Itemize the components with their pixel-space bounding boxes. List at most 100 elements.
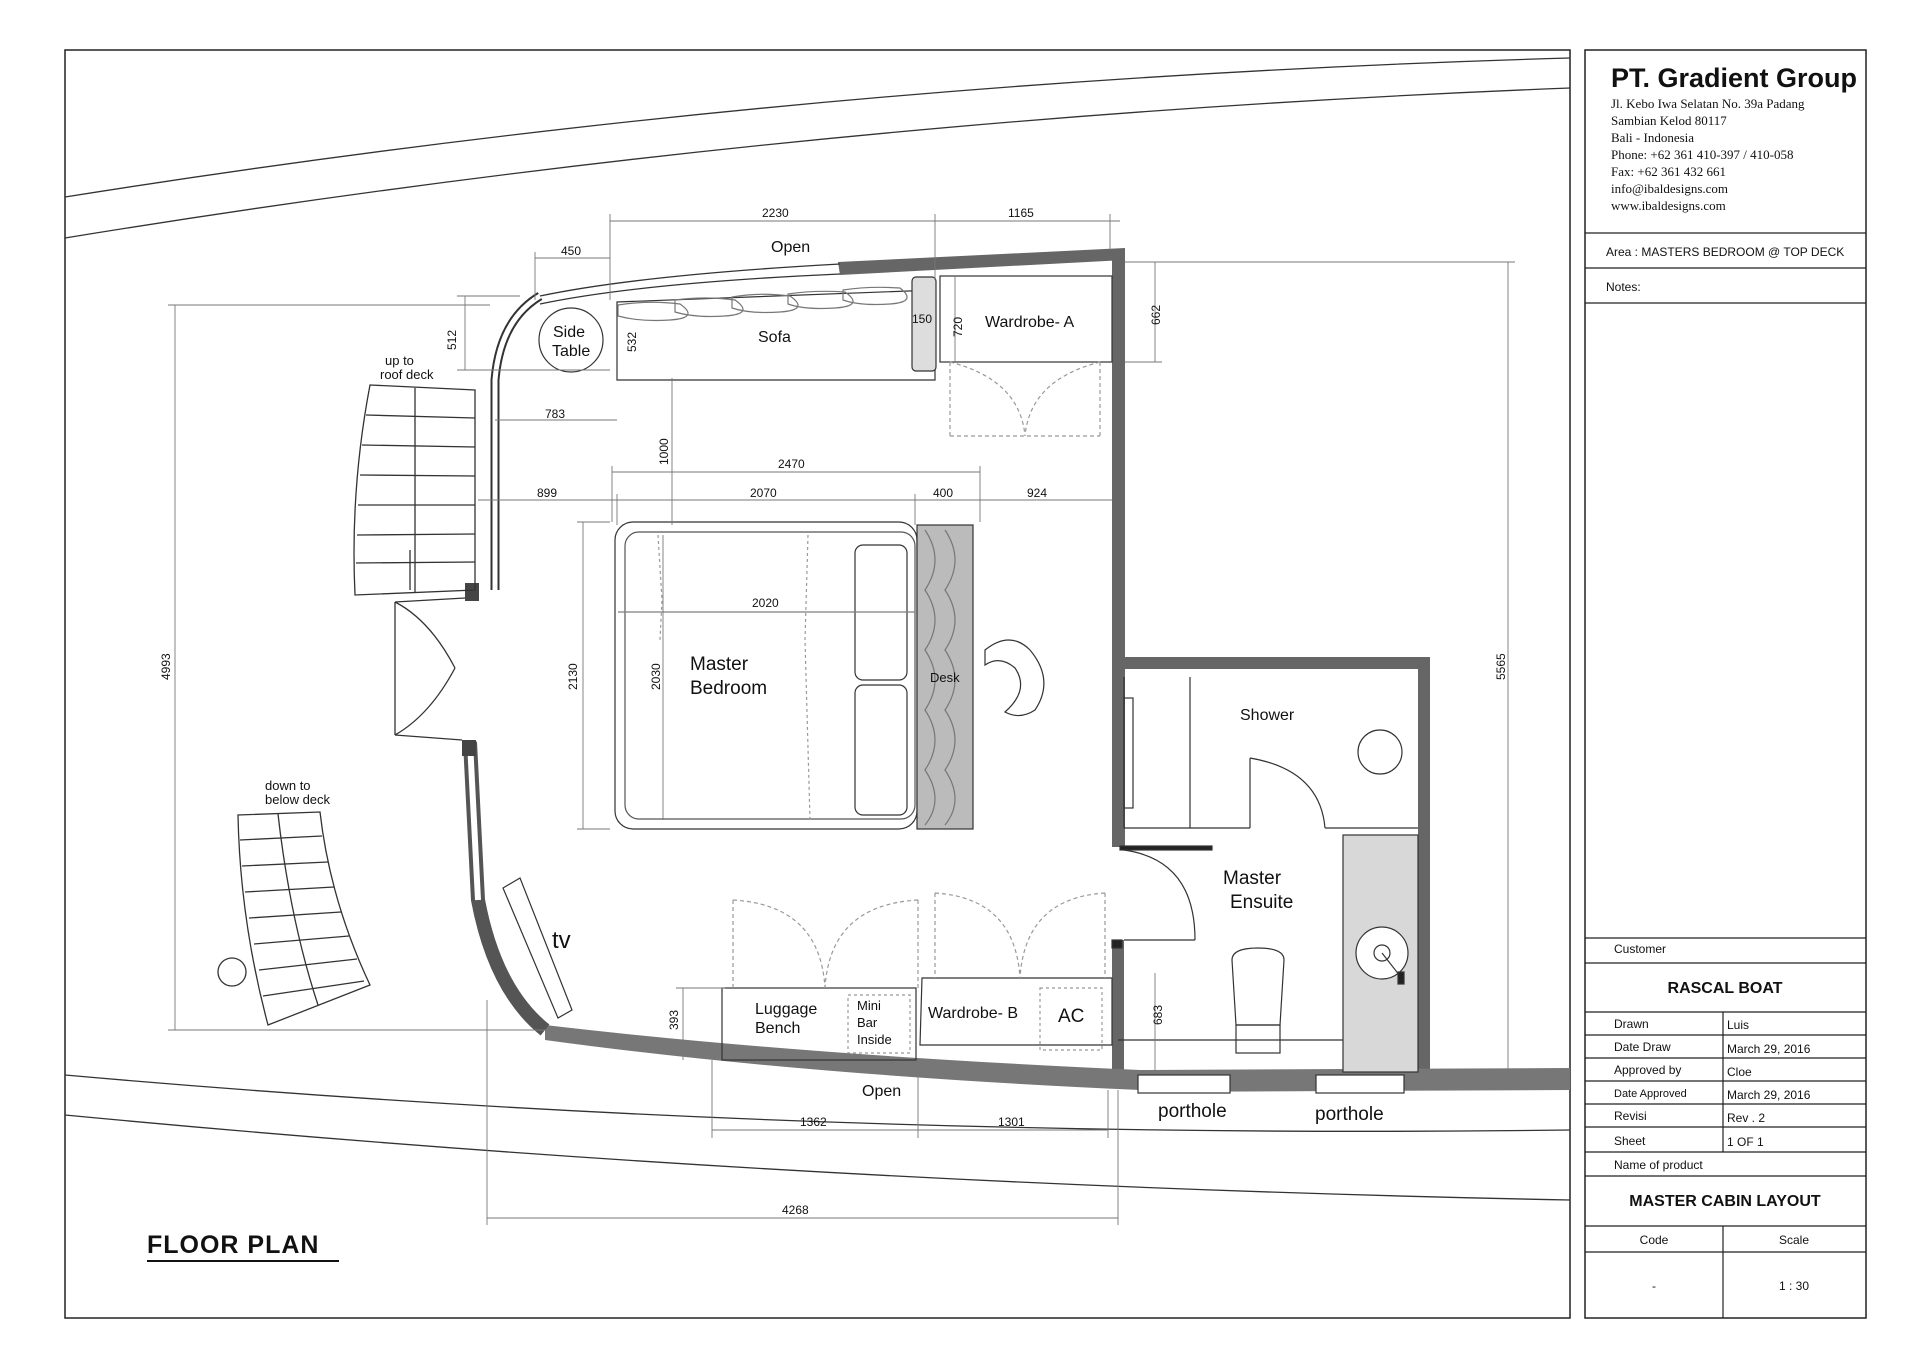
dim-2070: 2070 bbox=[750, 486, 777, 500]
dim-2130: 2130 bbox=[566, 663, 580, 690]
meta-label-date-draw: Date Draw bbox=[1614, 1040, 1671, 1054]
tv-unit bbox=[502, 877, 573, 1019]
dim-150: 150 bbox=[912, 312, 932, 326]
label-down-2: below deck bbox=[265, 792, 331, 807]
meta-label-drawn: Drawn bbox=[1614, 1017, 1649, 1031]
code-value: - bbox=[1652, 1279, 1656, 1293]
label-wardrobe-a: Wardrobe- A bbox=[985, 314, 1075, 331]
dim-532: 532 bbox=[625, 332, 639, 352]
side-table bbox=[538, 307, 604, 373]
dim-1000: 1000 bbox=[657, 438, 671, 465]
label-porthole-1: porthole bbox=[1158, 1101, 1227, 1122]
meta-value-approved-by: Cloe bbox=[1727, 1065, 1752, 1079]
floor-plan-title: FLOOR PLAN bbox=[147, 1231, 320, 1259]
dimension-labels: 2230 1165 450 512 532 150 720 662 783 10… bbox=[159, 206, 1508, 1217]
drawing-frame bbox=[64, 49, 1571, 1319]
label-porthole-2: porthole bbox=[1315, 1104, 1384, 1125]
dim-1362: 1362 bbox=[800, 1115, 827, 1129]
wardrobe-a bbox=[939, 275, 1113, 437]
dim-4268: 4268 bbox=[782, 1203, 809, 1217]
dim-2020: 2020 bbox=[752, 596, 779, 610]
customer-label: Customer bbox=[1614, 942, 1666, 956]
desk-chair bbox=[984, 639, 1045, 717]
ensuite-fixtures bbox=[1111, 677, 1419, 1073]
dim-2030: 2030 bbox=[649, 663, 663, 690]
company-name: PT. Gradient Group bbox=[1611, 63, 1857, 93]
label-up-2: roof deck bbox=[380, 367, 434, 382]
walls bbox=[462, 248, 1570, 1092]
portholes bbox=[1137, 1074, 1405, 1094]
code-label: Code bbox=[1640, 1233, 1669, 1247]
scale-label: Scale bbox=[1779, 1233, 1809, 1247]
dimension-lines bbox=[168, 214, 1515, 1225]
dim-2470: 2470 bbox=[778, 457, 805, 471]
meta-label-revisi: Revisi bbox=[1614, 1109, 1647, 1123]
dim-783: 783 bbox=[545, 407, 565, 421]
hull-lines bbox=[64, 57, 1571, 1201]
address-line-2: Sambian Kelod 80117 bbox=[1611, 113, 1727, 128]
address-line-1: Jl. Kebo Iwa Selatan No. 39a Padang bbox=[1611, 96, 1805, 111]
plan-labels: Open Sofa Side Table Wardrobe- A up to r… bbox=[265, 239, 1384, 1125]
meta-label-date-approved: Date Approved bbox=[1614, 1088, 1687, 1100]
address-line-3: Bali - Indonesia bbox=[1611, 130, 1694, 145]
entry-doors bbox=[394, 597, 466, 741]
notes-label: Notes: bbox=[1606, 280, 1641, 294]
stairs-down bbox=[217, 811, 371, 1026]
meta-label-sheet: Sheet bbox=[1614, 1134, 1646, 1148]
address-line-4: Phone: +62 361 410-397 / 410-058 bbox=[1611, 147, 1793, 162]
product-value: MASTER CABIN LAYOUT bbox=[1629, 1193, 1821, 1210]
dim-4993: 4993 bbox=[159, 653, 173, 680]
address-line-5: Fax: +62 361 432 661 bbox=[1611, 164, 1726, 179]
dim-5565: 5565 bbox=[1494, 653, 1508, 680]
dim-899: 899 bbox=[537, 486, 557, 500]
label-open-bottom: Open bbox=[862, 1083, 901, 1100]
stairs-up bbox=[353, 384, 476, 596]
label-master-bedroom-1: Master bbox=[690, 654, 749, 675]
label-luggage-1: Luggage bbox=[755, 1001, 817, 1018]
bed bbox=[614, 521, 974, 830]
meta-value-sheet: 1 OF 1 bbox=[1727, 1135, 1764, 1149]
dim-683: 683 bbox=[1151, 1005, 1165, 1025]
product-label: Name of product bbox=[1614, 1158, 1703, 1172]
label-master-bedroom-2: Bedroom bbox=[690, 678, 767, 699]
label-tv: tv bbox=[552, 927, 571, 954]
label-master-ensuite-1: Master bbox=[1223, 868, 1282, 889]
scale-value: 1 : 30 bbox=[1779, 1279, 1809, 1293]
address-line-7: www.ibaldesigns.com bbox=[1611, 198, 1726, 213]
label-master-ensuite-2: Ensuite bbox=[1230, 892, 1293, 913]
bottom-furniture bbox=[721, 892, 1113, 1061]
label-down-1: down to bbox=[265, 778, 311, 793]
area-label: Area : MASTERS BEDROOM @ TOP DECK bbox=[1606, 245, 1844, 259]
title-block-frame bbox=[1584, 49, 1867, 1319]
label-shower: Shower bbox=[1240, 707, 1295, 724]
dim-393: 393 bbox=[667, 1010, 681, 1030]
dim-720: 720 bbox=[951, 317, 965, 337]
label-side-table-1: Side bbox=[553, 324, 585, 341]
label-sofa: Sofa bbox=[758, 329, 791, 346]
customer-value: RASCAL BOAT bbox=[1668, 980, 1783, 997]
label-wardrobe-b: Wardrobe- B bbox=[928, 1005, 1018, 1022]
dim-512: 512 bbox=[445, 330, 459, 350]
label-desk: Desk bbox=[930, 670, 960, 685]
dim-400: 400 bbox=[933, 486, 953, 500]
title-block-grid bbox=[1585, 232, 1866, 1318]
label-up-1: up to bbox=[385, 353, 414, 368]
label-open-top: Open bbox=[771, 239, 810, 256]
dim-1301: 1301 bbox=[998, 1115, 1025, 1129]
label-ac: AC bbox=[1058, 1006, 1084, 1027]
title-block: PT. Gradient Group Jl. Kebo Iwa Selatan … bbox=[1606, 63, 1857, 1293]
dim-2230: 2230 bbox=[762, 206, 789, 220]
address-line-6: info@ibaldesigns.com bbox=[1611, 181, 1728, 196]
dim-1165: 1165 bbox=[1008, 206, 1034, 220]
meta-value-revisi: Rev . 2 bbox=[1727, 1111, 1765, 1125]
label-luggage-2: Bench bbox=[755, 1020, 800, 1037]
meta-label-approved-by: Approved by bbox=[1614, 1063, 1681, 1077]
meta-value-drawn: Luis bbox=[1727, 1018, 1749, 1032]
meta-value-date-approved: March 29, 2016 bbox=[1727, 1088, 1811, 1102]
dim-924: 924 bbox=[1027, 486, 1047, 500]
label-minibar-1: Mini bbox=[857, 998, 881, 1013]
label-minibar-3: Inside bbox=[857, 1032, 892, 1047]
sofa bbox=[616, 276, 937, 381]
label-minibar-2: Bar bbox=[857, 1015, 878, 1030]
